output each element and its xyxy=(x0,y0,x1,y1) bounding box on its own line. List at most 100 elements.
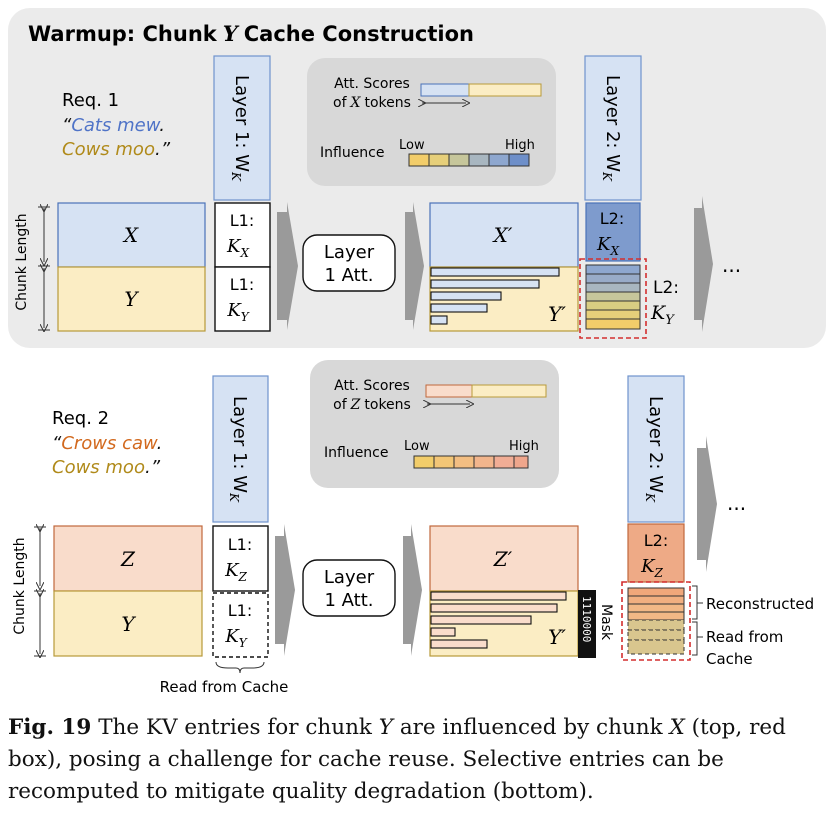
chunk-length-label-top: Chunk Length xyxy=(14,213,30,310)
layer1-att-top xyxy=(302,234,396,292)
chunk-y-prime-bottom-label: Y′ xyxy=(548,625,566,649)
mask-strip xyxy=(578,590,596,658)
read-from-cache-brace xyxy=(215,661,265,674)
l1-ky-box-cached xyxy=(212,592,269,658)
read-from-cache-line1: Read from xyxy=(706,628,783,646)
layer1-att-bottom xyxy=(302,559,396,617)
req1-line2: Cows moo.” xyxy=(62,139,171,160)
l1-kz-box xyxy=(212,525,269,592)
legend-top-bar-x xyxy=(420,83,470,97)
l2-ky-top-label: L2: xyxy=(653,278,679,298)
flow-arrow-top-2 xyxy=(405,202,424,330)
chunk-x-prime-label: X′ xyxy=(492,223,513,247)
legend-bottom-scale xyxy=(413,455,529,469)
layer2-wk-top-label: Layer 2: WK xyxy=(600,75,623,182)
read-from-cache-bracket xyxy=(692,621,703,656)
layer1-wk-top xyxy=(213,55,271,201)
l1-kz-label: KZ xyxy=(224,560,247,584)
layer2-wk-bottom xyxy=(627,375,685,523)
mask-label: Mask xyxy=(598,604,614,641)
req1-line1: “Cats mew. xyxy=(62,115,165,136)
l1-kx-top-label: L1: xyxy=(230,211,254,230)
req2-line2: Cows moo.” xyxy=(52,457,161,478)
req2-label: Req. 2 xyxy=(52,408,109,429)
legend-bottom-high: High xyxy=(509,439,539,454)
flow-arrow-top-1 xyxy=(277,202,298,330)
layer2-wk-top xyxy=(584,55,642,201)
l2-ky-rows xyxy=(585,264,641,330)
l2-kx-top-label: L2: xyxy=(600,209,624,228)
chunk-length-arrows-bottom xyxy=(34,527,46,656)
legend-top-scale xyxy=(408,153,530,167)
caption-fig-label: Fig. 19 xyxy=(8,715,92,740)
legend-top-low: Low xyxy=(399,138,425,153)
chunk-length-arrows-top xyxy=(38,207,50,330)
figure-caption: Fig. 19 The KV entries for chunk Y are i… xyxy=(8,715,786,804)
legend-top-bar-y xyxy=(468,83,542,97)
reconstructed-label: Reconstructed xyxy=(706,595,814,613)
flow-arrow-bottom-1 xyxy=(275,524,295,656)
legend-top-influence: Influence xyxy=(320,145,385,161)
chunk-length-label-bottom: Chunk Length xyxy=(12,537,28,634)
chunk-y-bottom xyxy=(53,590,203,657)
mask-bits: 1110000 xyxy=(580,596,593,642)
chunk-z-label: Z xyxy=(120,547,136,571)
attention-bars-bottom xyxy=(430,591,567,649)
l1-ky-bottom-label: KY xyxy=(224,626,247,650)
read-from-cache-line2: Cache xyxy=(706,650,753,668)
chunk-x-label: X xyxy=(122,223,139,247)
l2-kz-label: KZ xyxy=(640,556,663,580)
read-from-cache-label: Read from Cache xyxy=(160,678,289,696)
legend-bottom-low: Low xyxy=(404,439,430,454)
l1-ky-label: KY xyxy=(226,300,249,324)
chunk-z xyxy=(53,525,203,592)
red-dashed-box-top xyxy=(579,258,647,339)
layer1-att-bottom-line2: 1 Att. xyxy=(324,590,373,611)
chunk-x-prime xyxy=(429,202,579,268)
l2-ky-label: KY xyxy=(650,302,675,328)
chunk-y xyxy=(57,266,206,332)
layer1-att-top-line2: 1 Att. xyxy=(324,265,373,286)
l1-ky-top-label: L1: xyxy=(230,275,254,294)
legend-bottom-influence: Influence xyxy=(324,445,389,461)
l2-ky-bottom-rows xyxy=(627,587,685,655)
red-dashed-box-bottom xyxy=(621,581,691,661)
legend-bottom-bar-y xyxy=(471,384,547,398)
l1-kx-label: KX xyxy=(226,236,249,260)
layer1-att-top-line1: Layer xyxy=(324,242,375,263)
layer2-wk-bottom-label: Layer 2: WK xyxy=(643,396,666,503)
l1-kz-top-label: L1: xyxy=(228,535,252,554)
chunk-x xyxy=(57,202,206,268)
req2-line1: “Crows caw. xyxy=(52,433,162,454)
ellipsis-top: ... xyxy=(722,253,741,277)
l2-kz-box xyxy=(627,523,685,583)
chunk-z-prime-label: Z′ xyxy=(493,547,513,571)
reconstructed-bracket xyxy=(692,585,703,620)
legend-top-high: High xyxy=(505,138,535,153)
l2-kx-label: KX xyxy=(596,234,619,258)
flow-arrow-bottom-3 xyxy=(697,436,717,572)
l1-ky-box xyxy=(214,266,271,332)
l2-kx-box xyxy=(585,202,641,262)
attention-bars-top xyxy=(430,267,560,325)
chunk-y-label: Y xyxy=(124,287,139,311)
l1-ky-bottom-top-label: L1: xyxy=(228,601,252,620)
chunk-y-bottom-label: Y xyxy=(121,612,136,636)
layer1-wk-top-label: Layer 1: WK xyxy=(229,75,252,182)
flow-arrow-bottom-2 xyxy=(403,524,422,656)
layer1-att-bottom-line1: Layer xyxy=(324,567,375,588)
legend-top-att-line1: Att. Scores xyxy=(334,76,410,92)
flow-arrow-top-3 xyxy=(694,196,713,332)
layer1-wk-bottom-label: Layer 1: WK xyxy=(227,396,250,503)
layer1-wk-bottom xyxy=(212,375,269,523)
ellipsis-bottom: ... xyxy=(727,491,746,515)
l1-kx-box xyxy=(214,202,271,268)
chunk-y-prime-label: Y′ xyxy=(548,302,566,326)
l2-kz-top-label: L2: xyxy=(644,531,668,550)
req1-label: Req. 1 xyxy=(62,90,119,111)
legend-bottom-att-line1: Att. Scores xyxy=(334,378,410,394)
